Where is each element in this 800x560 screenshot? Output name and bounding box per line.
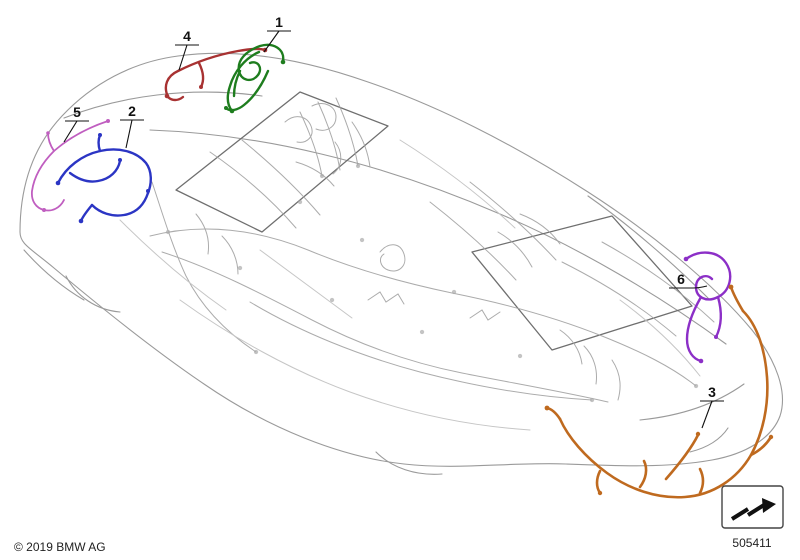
callout-2-leader — [120, 119, 144, 149]
ghost-loom-light — [119, 219, 227, 311]
harness-4-branch — [197, 61, 205, 89]
callout-3-leader — [700, 400, 724, 429]
ghost-loom — [161, 251, 609, 403]
callout-4[interactable]: 4 — [175, 28, 199, 71]
harness-3-inner4 — [595, 469, 602, 495]
harness-1-strand — [226, 50, 261, 113]
ghost-connector-dots — [165, 163, 699, 403]
revision-arrow-icon — [730, 503, 766, 521]
ghost-center-coil — [379, 244, 406, 272]
callout-1-leader — [263, 30, 291, 53]
harness-3-left-branch — [545, 406, 562, 421]
callout-3-label[interactable]: 3 — [708, 384, 716, 400]
harness-1-connectors — [224, 59, 286, 114]
harness-4-hook — [166, 95, 185, 102]
harness-2-return — [90, 191, 150, 217]
callout-3[interactable]: 3 — [700, 384, 724, 429]
part-number-text: 505411 — [732, 536, 771, 550]
ghost-engine-strands — [299, 97, 359, 177]
harness-5-main — [31, 120, 109, 211]
ghost-loom — [149, 228, 697, 387]
harness-6-purple — [683, 251, 732, 364]
callout-1-label[interactable]: 1 — [275, 14, 283, 30]
callout-5[interactable]: 5 — [63, 104, 89, 143]
revision-arrow-head-icon — [762, 498, 776, 513]
roof-glass-panels — [175, 91, 693, 351]
harness-2-inner — [68, 159, 122, 183]
front-bumper-line — [23, 249, 85, 301]
ghost-zigzags — [367, 291, 501, 321]
rear-hatch-line — [587, 195, 711, 301]
harness-5-connectors — [42, 119, 110, 212]
callout-6-label[interactable]: 6 — [677, 271, 685, 287]
ghost-rear-branches — [559, 329, 621, 401]
ghost-loom-light — [259, 249, 353, 319]
hood-line — [63, 91, 263, 119]
harness-3-inner1 — [664, 433, 700, 481]
ghost-light-harness — [119, 139, 701, 431]
ghost-engine-coils — [284, 103, 337, 143]
ghost-mid-branches — [195, 213, 239, 275]
callout-2-label[interactable]: 2 — [128, 103, 136, 119]
harness-5-stub — [47, 132, 55, 152]
harness-6-strand2 — [714, 295, 722, 339]
harness-3-inner3 — [698, 467, 705, 495]
harness-5-magenta — [31, 119, 110, 212]
harness-2-blue — [55, 133, 152, 224]
rear-window-panel — [471, 215, 693, 351]
harness-5-tail — [43, 199, 65, 212]
harness-3-connectors — [544, 284, 774, 496]
right-rear-arch — [689, 427, 729, 453]
callout-6-leader — [669, 285, 708, 289]
ghost-loom — [429, 181, 557, 281]
copyright-text: © 2019 BMW AG — [14, 540, 106, 554]
ghost-loom-light — [179, 299, 531, 431]
front-wheel-arch — [65, 275, 121, 313]
harness-3-orange — [544, 284, 774, 499]
harness-1-branch — [232, 69, 242, 98]
harness-3-right-branch — [749, 435, 773, 457]
trunk-line — [639, 383, 745, 421]
ghost-loom — [209, 139, 321, 229]
ghost-rear-stubs — [497, 213, 561, 268]
revision-stamp-box — [721, 485, 784, 529]
callout-6[interactable]: 6 — [669, 271, 708, 289]
harness-6-connectors — [683, 256, 718, 364]
revision-stamp — [721, 485, 784, 529]
rear-wheel-arch — [375, 451, 443, 475]
car-body-outline — [19, 52, 784, 475]
beltline — [149, 129, 727, 345]
callout-5-leader — [63, 120, 89, 143]
callout-4-leader — [175, 44, 199, 71]
harness-6-loop — [684, 251, 732, 301]
windshield-panel — [175, 91, 389, 233]
ghost-engine-branches — [295, 121, 371, 187]
car-hull — [19, 52, 784, 467]
ghost-main-harness — [149, 97, 715, 403]
harness-2-stub — [97, 133, 102, 153]
harness-1-green — [224, 43, 286, 114]
callout-4-label[interactable]: 4 — [183, 28, 191, 44]
harness-3-inner2 — [638, 459, 648, 489]
ghost-loom — [151, 181, 257, 353]
harness-3-top-branch — [729, 285, 745, 313]
harness-6-strand — [685, 295, 703, 363]
ghost-loom — [561, 241, 715, 337]
callout-1[interactable]: 1 — [263, 14, 291, 53]
ghost-loom-light — [399, 139, 516, 229]
callout-2[interactable]: 2 — [120, 103, 144, 149]
harness-2-connectors — [55, 133, 150, 224]
harness-3-main — [558, 309, 769, 499]
ghost-loom-light — [619, 299, 701, 377]
harness-2-drop — [79, 203, 94, 223]
callout-5-label[interactable]: 5 — [73, 104, 81, 120]
harness-2-main — [56, 148, 152, 195]
ghost-loom — [249, 301, 593, 401]
